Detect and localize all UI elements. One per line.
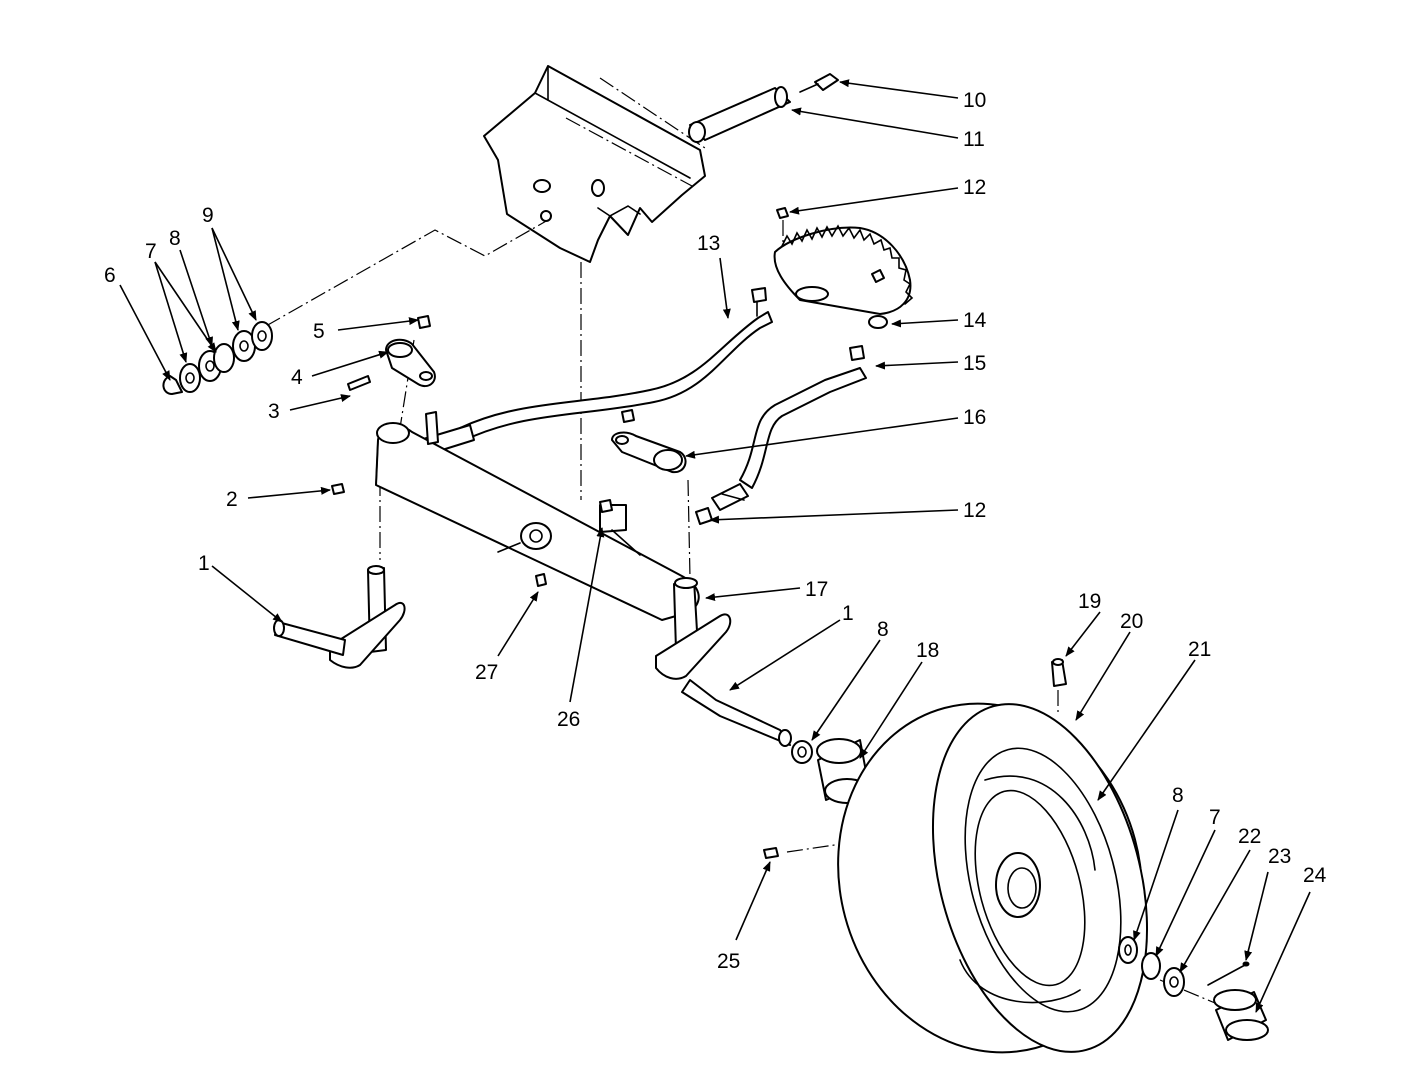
callout-27: 27	[475, 661, 498, 684]
callout-19: 19	[1078, 590, 1101, 613]
callout-labels: 10 11 12 14 15 16 12 17 1 8 18 19 20 21 …	[104, 89, 1327, 973]
callout-16: 16	[963, 406, 986, 429]
callout-26: 26	[557, 708, 580, 731]
callout-18: 18	[916, 639, 939, 662]
leader-arrow-icon	[179, 249, 213, 347]
leader-arrow-icon	[1075, 631, 1131, 721]
callout-8-middle: 8	[877, 618, 889, 641]
leader-arrow-icon	[859, 661, 923, 759]
callout-1-left: 1	[198, 552, 210, 575]
leader-arrow-icon	[211, 227, 257, 321]
washer-stack-left	[162, 321, 273, 395]
callout-1-right: 1	[842, 602, 854, 625]
leader-arrow-icon	[1155, 829, 1216, 957]
callout-12-bottom: 12	[963, 499, 986, 522]
leader-arrow-icon	[154, 261, 188, 363]
hub-hardware-right	[1118, 936, 1269, 1041]
steering-arm-right	[611, 409, 687, 474]
grease-fittings	[331, 483, 779, 859]
callout-15: 15	[963, 352, 986, 375]
callout-4: 4	[291, 366, 303, 389]
leader-arrow-icon	[791, 107, 959, 139]
frame-plate	[483, 65, 706, 263]
wheel-and-tire	[837, 658, 1149, 1054]
spindle-right	[655, 577, 792, 747]
leader-arrow-icon	[1255, 891, 1311, 1013]
leader-arrow-icon	[1179, 849, 1251, 973]
leader-arrow-icon	[1244, 871, 1269, 961]
callout-3: 3	[268, 400, 280, 423]
callout-11: 11	[963, 128, 985, 151]
leader-arrow-icon	[497, 591, 539, 657]
leader-arrow-icon	[1097, 659, 1196, 801]
callout-8-left: 8	[169, 227, 181, 250]
leader-arrow-icon	[211, 227, 240, 331]
callout-22: 22	[1238, 825, 1261, 848]
leader-arrow-icon	[1133, 809, 1179, 941]
leader-lines	[119, 79, 1311, 1013]
leader-arrow-icon	[811, 639, 881, 741]
spindle-left	[273, 565, 406, 669]
steering-sector-gear	[773, 207, 914, 329]
leader-arrow-icon	[119, 284, 171, 381]
callout-10: 10	[963, 89, 986, 112]
leader-arrow-icon	[1065, 611, 1101, 657]
callout-8-right: 8	[1172, 784, 1184, 807]
callout-20: 20	[1120, 610, 1143, 633]
leader-arrow-icon	[875, 361, 959, 370]
leader-arrow-icon	[337, 317, 419, 331]
leader-arrow-icon	[789, 187, 959, 215]
drag-link	[417, 287, 773, 456]
callout-13: 13	[697, 232, 720, 255]
callout-17: 17	[805, 578, 828, 601]
tie-rod	[695, 345, 867, 525]
leader-arrow-icon	[247, 486, 331, 499]
callout-7-right: 7	[1209, 806, 1221, 829]
callout-21: 21	[1188, 638, 1211, 661]
callout-9: 9	[202, 204, 214, 227]
callout-14: 14	[963, 309, 987, 332]
leader-arrow-icon	[729, 619, 841, 691]
leader-arrow-icon	[705, 587, 801, 602]
leader-arrow-icon	[719, 257, 731, 319]
pivot-pin	[688, 73, 839, 143]
steering-arm-left	[347, 315, 439, 445]
callout-2: 2	[226, 488, 238, 511]
leader-arrow-icon	[154, 261, 217, 353]
callout-6: 6	[104, 264, 116, 287]
leader-arrow-icon	[891, 319, 959, 328]
leader-arrow-icon	[569, 527, 605, 703]
leader-arrow-icon	[735, 861, 771, 941]
callout-5: 5	[313, 320, 325, 343]
axle-beam	[375, 422, 700, 621]
leader-arrow-icon	[311, 350, 389, 377]
callout-25: 25	[717, 950, 740, 973]
callout-23: 23	[1268, 845, 1291, 868]
leader-arrow-icon	[685, 417, 959, 459]
callout-24: 24	[1303, 864, 1327, 887]
leader-arrow-icon	[839, 79, 959, 99]
callout-12-top: 12	[963, 176, 986, 199]
leader-arrow-icon	[709, 509, 959, 524]
leader-arrow-icon	[289, 394, 351, 411]
callout-7-left: 7	[145, 240, 157, 263]
leader-arrow-icon	[211, 565, 283, 623]
